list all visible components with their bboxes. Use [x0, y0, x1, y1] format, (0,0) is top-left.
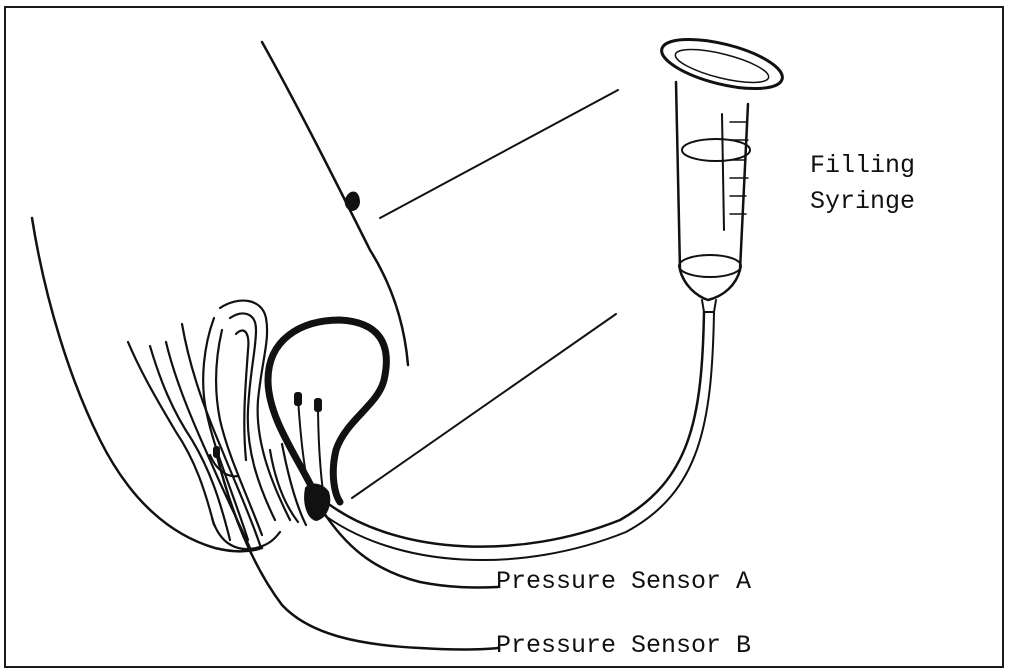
syringe-barrel	[676, 82, 748, 300]
syringe-plunger	[682, 139, 750, 161]
filling-syringe	[657, 30, 787, 312]
pressure-sensor-b-label: Pressure Sensor B	[496, 632, 751, 660]
filling-tube-inner	[320, 312, 714, 560]
abdomen-outline	[262, 42, 408, 365]
syringe-fluid-level	[679, 255, 741, 277]
leader-line-lower	[352, 314, 616, 498]
syringe-tip	[702, 300, 716, 312]
bladder	[268, 320, 386, 502]
filling-syringe-label-line2: Syringe	[810, 188, 915, 216]
sensor-a-line	[322, 510, 498, 587]
filling-syringe-label-line1: Filling	[810, 152, 915, 180]
leader-line-upper	[380, 90, 618, 218]
pressure-sensor-a-label: Pressure Sensor A	[496, 568, 751, 596]
abdomen-mark	[345, 192, 359, 210]
